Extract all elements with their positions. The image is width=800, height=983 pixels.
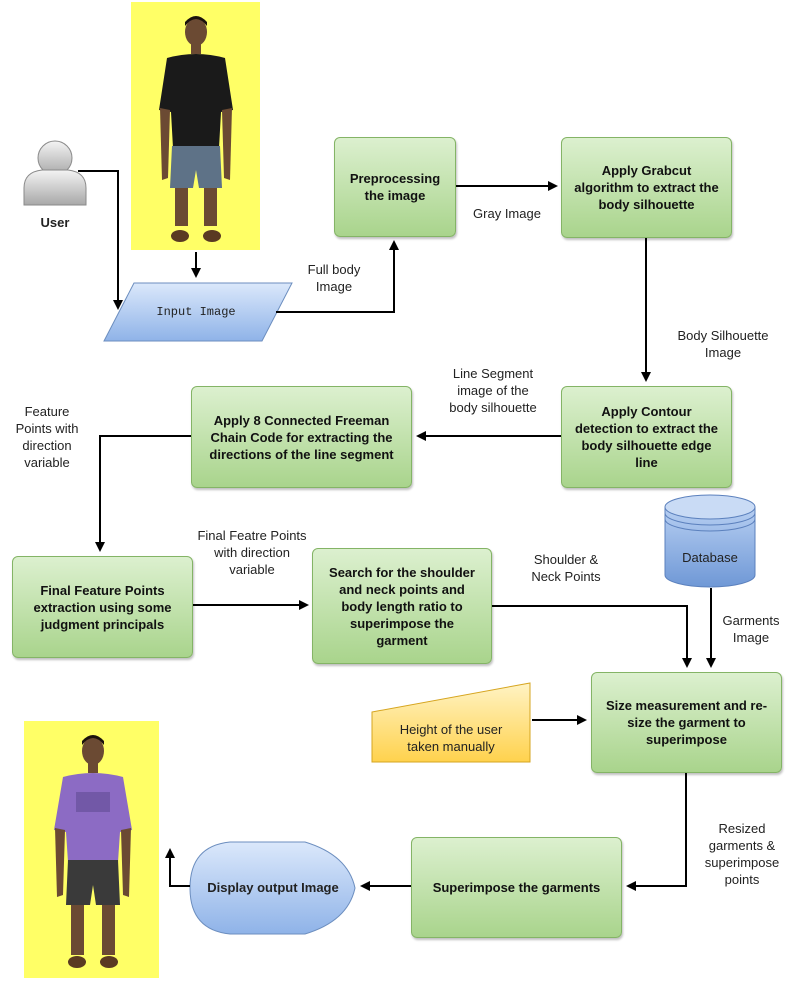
edge-label-feature-points: Feature Points with direction variable (15, 404, 79, 470)
step-freeman-text: Apply 8 Connected Freeman Chain Code for… (209, 412, 394, 462)
step-freeman: Apply 8 Connected Freeman Chain Code for… (191, 386, 412, 488)
manual-input-label: Height of the user taken manually (399, 722, 503, 754)
edge-full-body (276, 240, 399, 313)
step-preprocessing-text: Preprocessing the image (349, 171, 441, 203)
input-image-shape (103, 282, 293, 342)
manual-input-shape (371, 682, 531, 763)
step-size-measurement: Size measurement and re- size the garmen… (591, 672, 782, 773)
step-grabcut: Apply Grabcut algorithm to extract the b… (561, 137, 732, 238)
step-superimpose-text: Superimpose the garments (432, 880, 601, 895)
edge-label-gray: Gray Image (473, 206, 541, 221)
database-icon (664, 494, 756, 588)
edge-label-shoulder-neck: Shoulder & Neck Points (531, 552, 601, 584)
step-final-feature-text: Final Feature Points extraction using so… (33, 582, 172, 632)
step-contour-text: Apply Contour detection to extract the b… (574, 404, 719, 470)
step-contour: Apply Contour detection to extract the b… (561, 386, 732, 488)
step-search: Search for the shoulder and neck points … (312, 548, 492, 664)
edge-label-resized: Resized garments & superimpose points (704, 821, 780, 887)
edge-shoulder-neck (492, 605, 692, 668)
database-label: Database (682, 550, 738, 565)
edge-label-line-segment: Line Segment image of the body silhouett… (449, 366, 537, 415)
output-person-photo (24, 721, 159, 978)
edge-to-output (165, 848, 190, 887)
edge-resized (626, 773, 687, 891)
step-final-feature: Final Feature Points extraction using so… (12, 556, 193, 658)
step-grabcut-text: Apply Grabcut algorithm to extract the b… (574, 163, 719, 212)
step-superimpose: Superimpose the garments (411, 837, 622, 938)
step-preprocessing: Preprocessing the image (334, 137, 456, 237)
edge-feature-points (95, 435, 191, 552)
user-label: User (40, 215, 70, 230)
user-icon (23, 140, 87, 206)
edge-label-garments-image: Garments Image (722, 613, 780, 645)
display-shape (189, 841, 356, 935)
step-search-text: Search for the shoulder and neck points … (329, 564, 475, 648)
edge-user-to-input (78, 170, 123, 310)
edge-label-silhouette: Body Silhouette Image (677, 328, 769, 360)
person-photo (131, 2, 260, 250)
step-size-measurement-text: Size measurement and re- size the garmen… (605, 698, 768, 747)
display-label: Display output Image (207, 880, 339, 895)
edge-label-final-feature-points: Final Featre Points with direction varia… (197, 528, 307, 577)
input-image-label: Input Image (156, 305, 236, 319)
edge-label-full-body: Full body Image (307, 262, 361, 294)
